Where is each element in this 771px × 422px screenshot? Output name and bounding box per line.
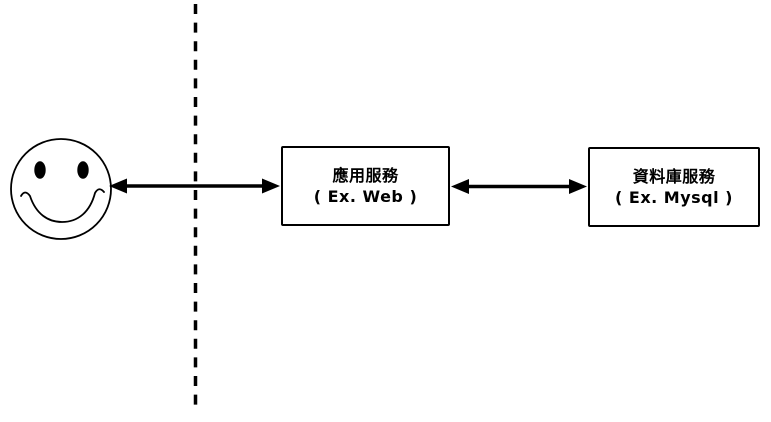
node-app-service: 應用服務 ( Ex. Web ) bbox=[281, 146, 450, 226]
smiley-right-eye bbox=[77, 161, 89, 179]
arrow-app-db-left-head bbox=[451, 179, 469, 194]
arrow-app-db bbox=[451, 179, 587, 194]
node-db-service-subtitle: ( Ex. Mysql ) bbox=[615, 188, 733, 207]
arrow-user-app-right-head bbox=[262, 178, 280, 194]
node-app-service-subtitle: ( Ex. Web ) bbox=[313, 187, 418, 206]
arrow-app-db-right-head bbox=[569, 179, 587, 194]
smiley-face-icon bbox=[10, 138, 112, 240]
smiley-left-eye bbox=[34, 161, 46, 179]
smiley-mouth bbox=[20, 188, 105, 223]
arrow-user-app bbox=[109, 178, 280, 194]
smiley-head bbox=[10, 138, 112, 240]
node-db-service: 資料庫服務 ( Ex. Mysql ) bbox=[588, 147, 760, 227]
node-db-service-title: 資料庫服務 bbox=[632, 167, 716, 186]
node-app-service-title: 應用服務 bbox=[332, 166, 399, 185]
arrow-user-app-left-head bbox=[109, 178, 127, 194]
